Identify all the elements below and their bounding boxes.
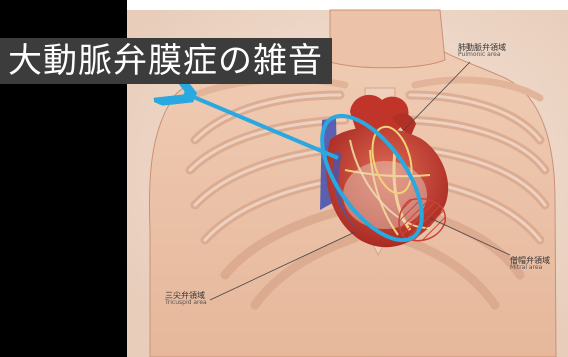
neck	[330, 10, 445, 68]
slide-title: 大動脈弁膜症の雑音	[0, 38, 332, 84]
tricuspid-area-label-en: Tricuspid area	[165, 300, 207, 306]
pulmonic-area-label-en: Pulmonic area	[458, 52, 506, 58]
mitral-area-label: 僧帽弁領域 Mitral area	[510, 257, 550, 272]
tricuspid-area-label: 三尖弁領域 Tricuspid area	[165, 292, 207, 307]
pulmonic-area-label: 肺動脈弁領域 Pulmonic area	[458, 44, 506, 59]
mitral-area-label-en: Mitral area	[510, 265, 550, 271]
